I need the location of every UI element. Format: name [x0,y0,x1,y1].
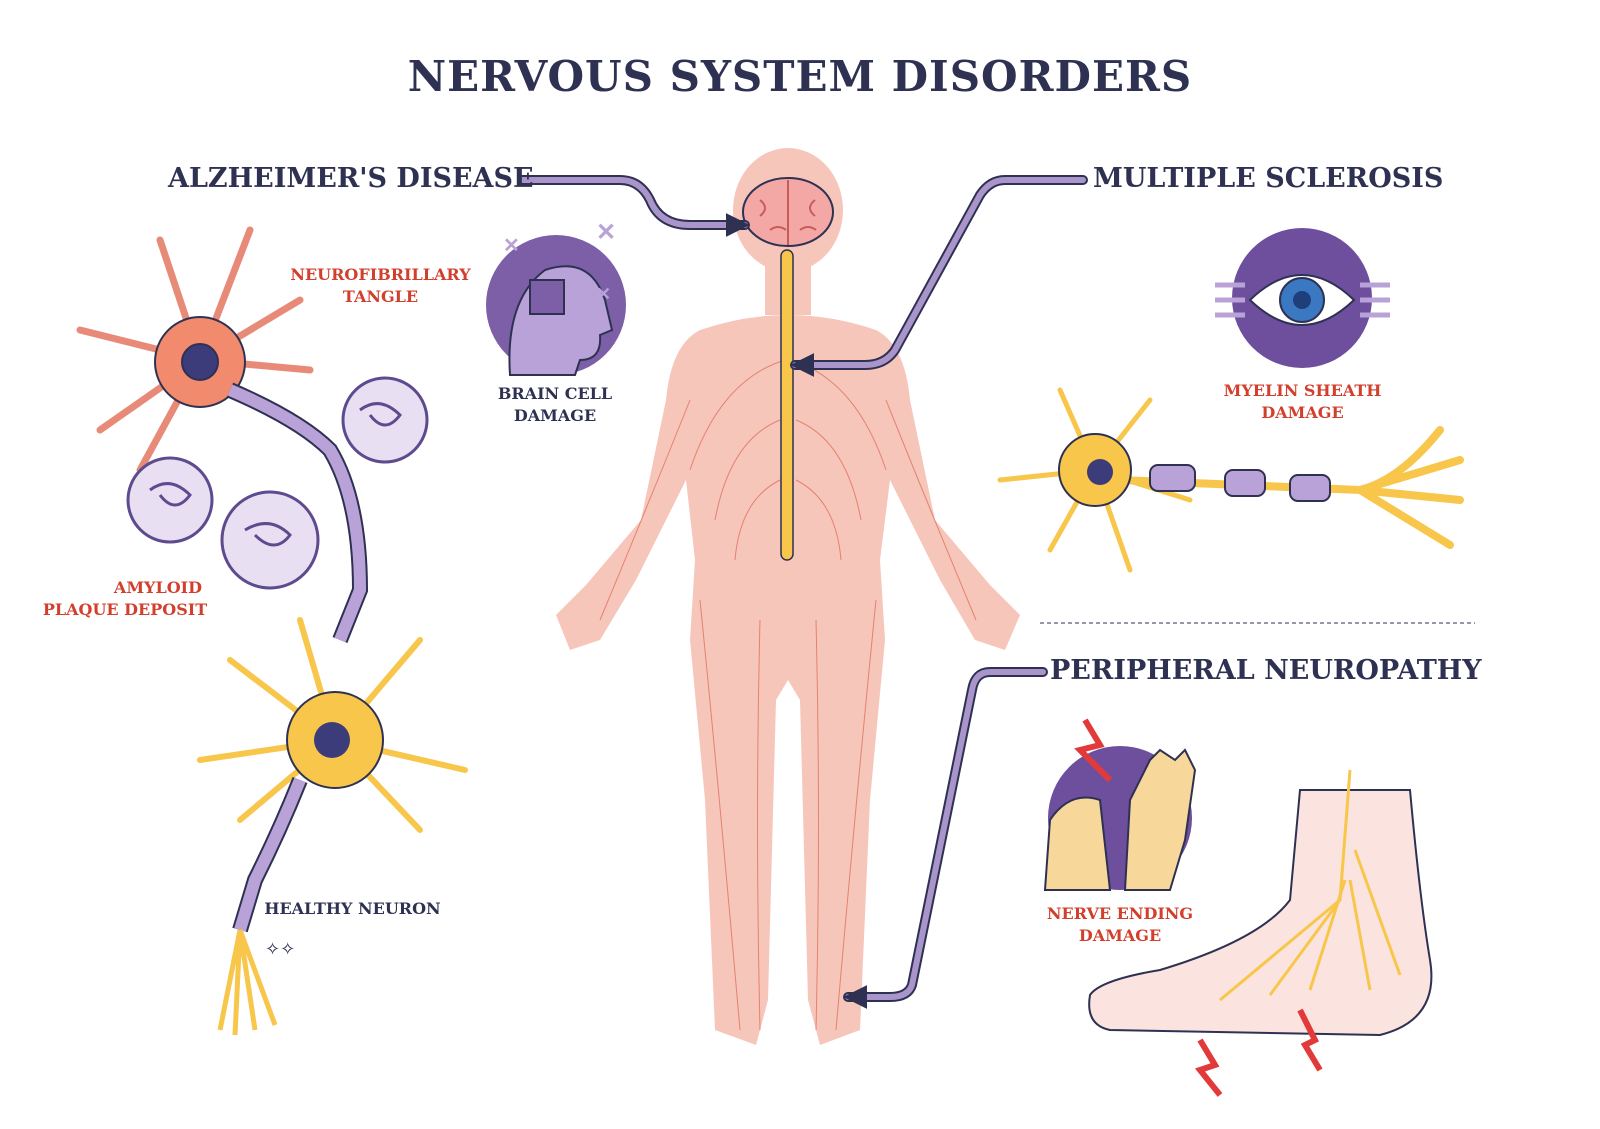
label-line: DAMAGE [1261,403,1344,422]
label-amyloid-plaque: AMYLOID PLAQUE DEPOSIT [40,577,210,621]
eye-icon [1215,228,1390,368]
label-line: DAMAGE [1078,926,1162,945]
brain-icon [742,177,834,247]
label-line: AMYLOID [113,578,202,597]
spinal-cord [780,249,794,561]
brain-cell-damage-icon: ✕ ✕ ✕ [486,217,626,376]
ms-neuron [997,387,1464,573]
svg-text:✕: ✕ [503,233,520,257]
foot-illustration [1088,769,1433,1097]
label-line: DAMAGE [513,406,597,425]
heading-peripheral-neuropathy: PERIPHERAL NEUROPATHY [1050,655,1482,686]
label-line: TANGLE [342,287,419,306]
label-line: NERVE ENDING [1046,904,1194,923]
page-title: NERVOUS SYSTEM DISORDERS [407,52,1193,101]
label-myelin-sheath-damage: MYELIN SHEATH DAMAGE [1220,380,1385,424]
label-brain-cell-damage: BRAIN CELL DAMAGE [490,383,620,427]
label-line: MYELIN SHEATH [1223,381,1382,400]
svg-text:✕: ✕ [596,284,611,305]
label-neurofibrillary-tangle: NEUROFIBRILLARY TANGLE [288,264,473,308]
damaged-neuron [76,226,369,643]
label-line: BRAIN CELL [497,384,613,403]
label-line: NEUROFIBRILLARY [290,265,471,284]
label-healthy-neuron: HEALTHY NEURON [264,899,441,918]
heading-alzheimers: ALZHEIMER'S DISEASE [168,163,534,194]
label-nerve-ending-damage: NERVE ENDING DAMAGE [1045,903,1195,947]
heading-multiple-sclerosis: MULTIPLE SCLEROSIS [1093,163,1444,194]
numbness-icon [1043,718,1197,891]
healthy-neuron: ✧✧ [197,617,468,1036]
svg-text:✕: ✕ [596,217,616,246]
label-line: PLAQUE DEPOSIT [42,600,208,619]
svg-text:✧✧: ✧✧ [265,939,295,960]
amyloid-plaques [126,376,429,590]
pointer-arrows [517,175,1088,1009]
